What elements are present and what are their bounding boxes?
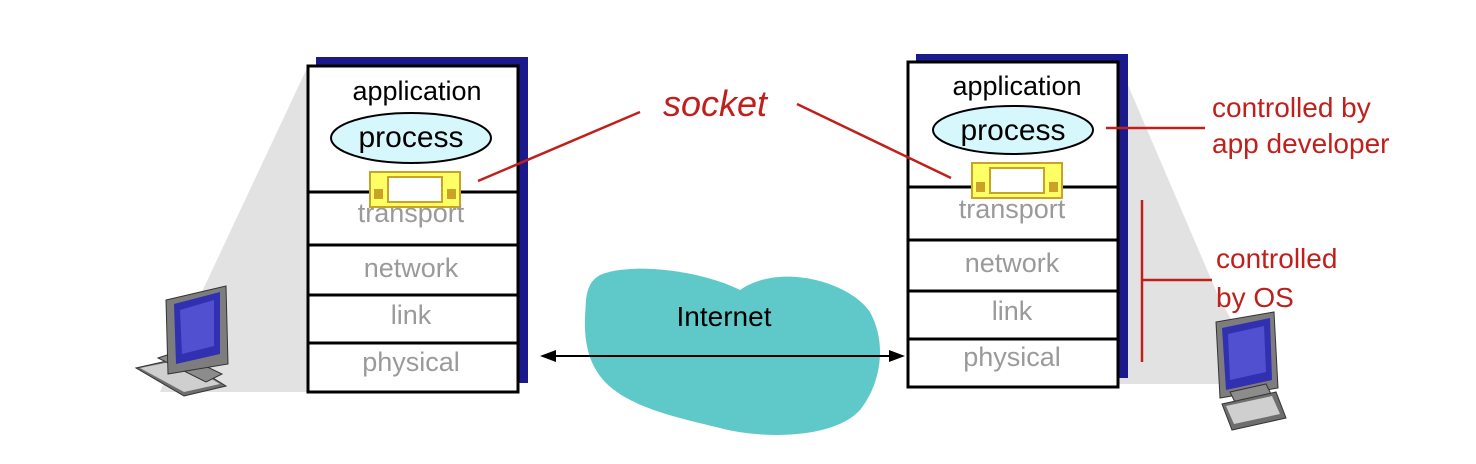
right-socket-icon: [971, 162, 1063, 199]
internet-double-arrow: [540, 350, 905, 362]
left-application-label: application: [352, 76, 482, 106]
left-link-label: link: [390, 300, 432, 330]
internet-cloud: [584, 268, 881, 435]
left-transport-label: transport: [357, 198, 465, 228]
right-physical-label: physical: [963, 342, 1061, 372]
right-network-label: network: [964, 248, 1060, 278]
os-annotation-line1: controlled: [1216, 243, 1338, 274]
left-computer-icon: [134, 285, 229, 397]
right-computer-icon: [1215, 311, 1287, 431]
left-process-ellipse: [330, 112, 492, 164]
right-transport-label: transport: [958, 194, 1066, 224]
left-socket-icon: [369, 171, 461, 208]
socket-pointer-left: [477, 110, 641, 183]
left-network-label: network: [363, 253, 459, 283]
socket-label: socket: [662, 83, 768, 124]
internet-label: Internet: [676, 301, 772, 332]
app-developer-annotation-line2: app developer: [1212, 128, 1390, 159]
left-physical-label: physical: [362, 347, 460, 377]
right-perspective-wedge: [1118, 62, 1268, 384]
socket-pointer-right: [796, 102, 952, 180]
os-annotation-line2: by OS: [1216, 282, 1294, 313]
right-process-label: process: [960, 114, 1066, 147]
right-link-label: link: [991, 296, 1033, 326]
left-process-label: process: [358, 121, 464, 154]
right-application-label: application: [952, 71, 1082, 101]
app-developer-annotation-line1: controlled by: [1212, 92, 1371, 123]
right-process-ellipse: [932, 105, 1094, 155]
